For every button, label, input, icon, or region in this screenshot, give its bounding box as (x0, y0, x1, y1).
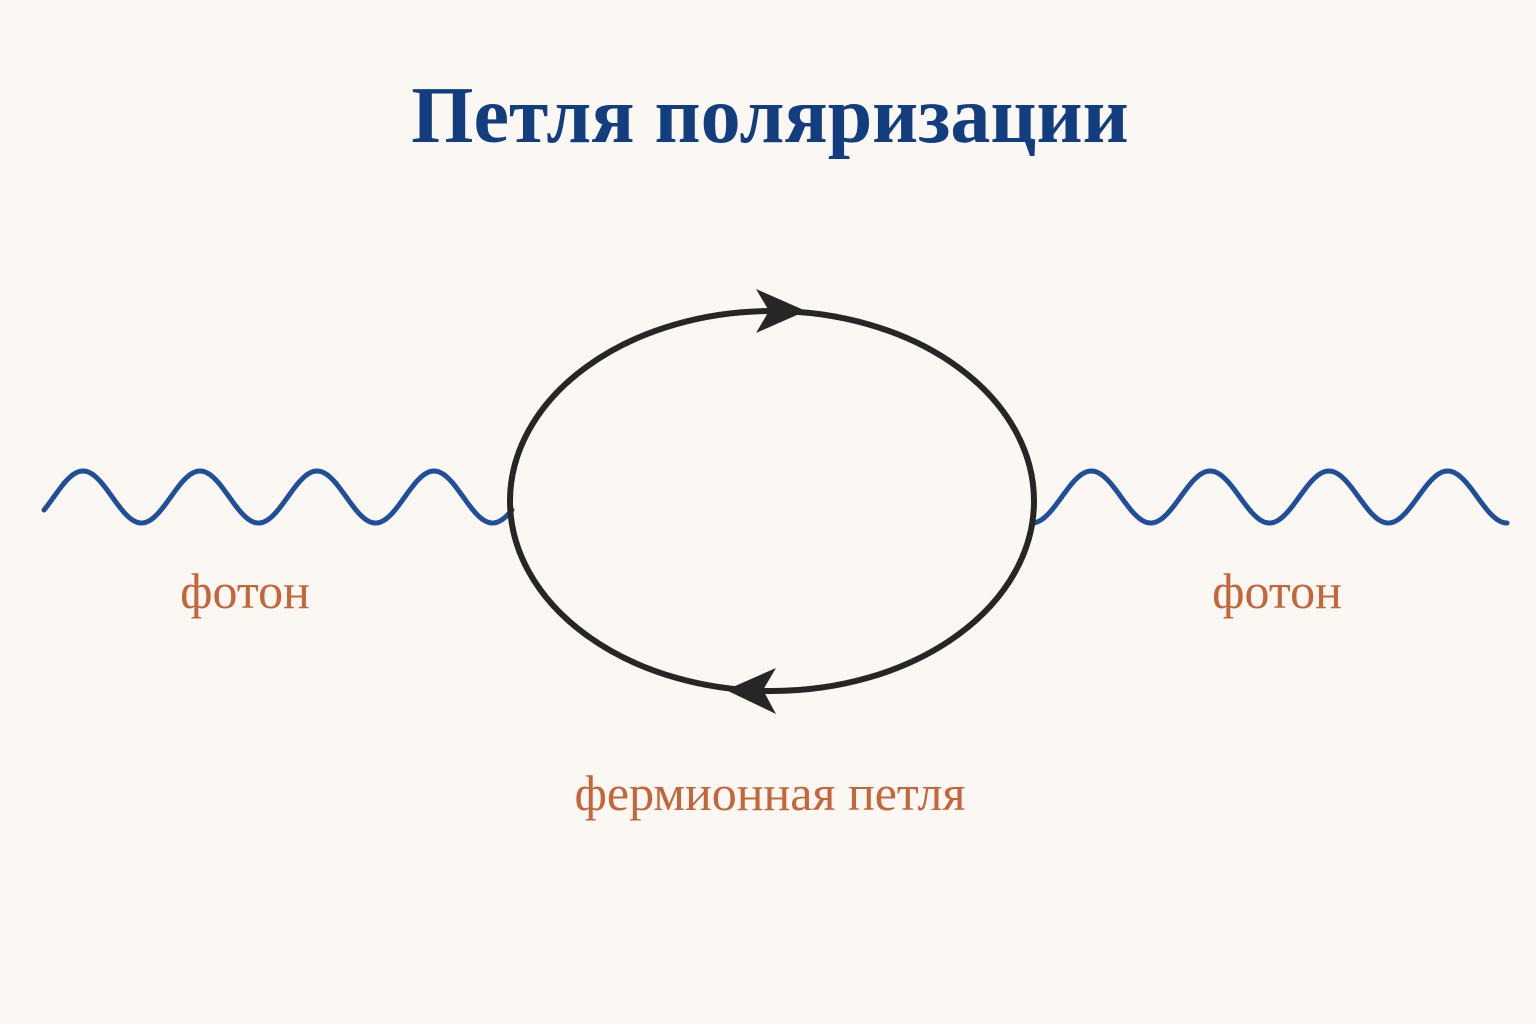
photon-left-line (41, 468, 515, 526)
photon-right-label: фотон (1212, 563, 1342, 619)
fermion-arrow-bottom (726, 668, 776, 714)
photon-right-line (1029, 468, 1510, 526)
page-title: Петля поляризации (411, 72, 1128, 160)
fermion-arrow-top (756, 289, 806, 333)
fermion-loop-label: фермионная петля (575, 765, 966, 821)
fermion-loop (507, 308, 1037, 694)
photon-left-label: фотон (180, 563, 310, 619)
